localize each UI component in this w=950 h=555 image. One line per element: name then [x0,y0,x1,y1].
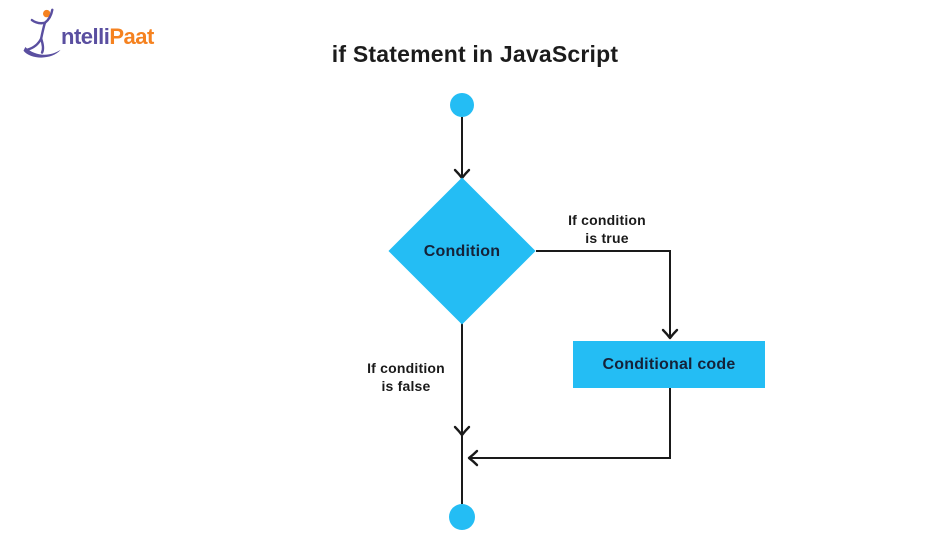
logo-wordmark: ntelliPaat [61,26,154,48]
false-branch-label-line2: is false [381,378,431,394]
true-branch-label-line1: If condition [568,212,646,228]
logo-text-paat: Paat [109,24,154,49]
false-branch-label-line1: If condition [367,360,445,376]
logo-text-ntelli: ntelli [61,24,110,49]
arrowhead-left-into-merge [467,449,479,467]
arrowhead-down-false-branch [453,425,471,437]
edge-true-branch [536,250,671,337]
dancing-person-icon [23,8,61,58]
condition-node-label: Condition [423,243,501,260]
arrowhead-down-into-box [661,328,679,340]
edge-box-to-merge [471,388,671,459]
true-branch-label: If condition is true [537,211,677,247]
conditional-code-node: Conditional code [573,341,765,388]
intellipaat-logo: ntelliPaat [20,8,154,60]
end-node [449,504,475,530]
true-branch-label-line2: is true [585,230,629,246]
page-title: if Statement in JavaScript [331,41,619,67]
false-branch-label: If condition is false [336,359,476,395]
start-node [450,93,474,117]
